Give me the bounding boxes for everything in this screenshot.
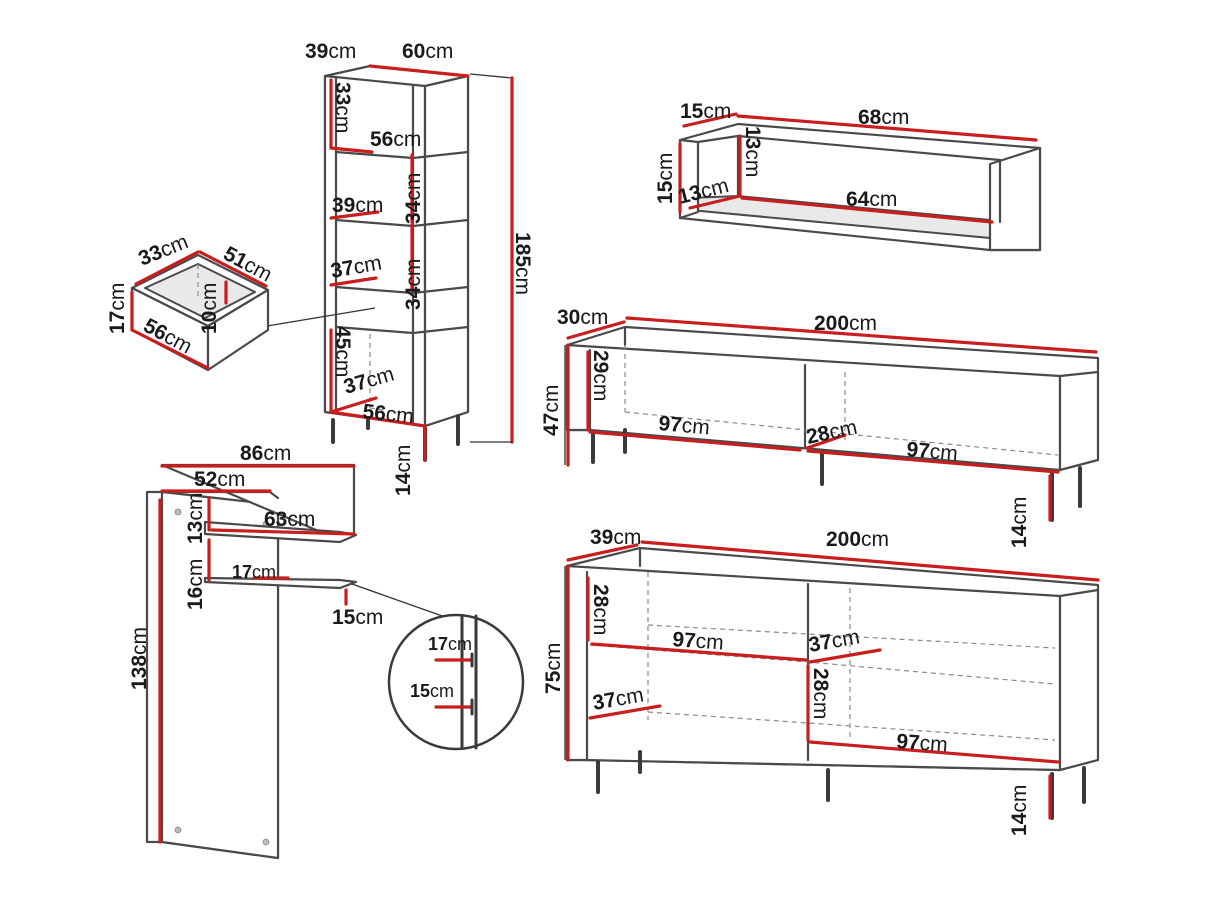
- label-tv-leg: 14cm: [1008, 497, 1031, 548]
- label-tall-depth4: 37cm: [341, 363, 397, 399]
- label-hall-width: 86cm: [240, 442, 291, 465]
- label-tv-comp2: 97cm: [906, 438, 959, 465]
- label-tall-shelf-h1: 33cm: [331, 82, 354, 133]
- label-drawer-inner-h: 10cm: [198, 283, 221, 334]
- label-tall-depth3: 37cm: [329, 251, 384, 283]
- label-tv-depth: 30cm: [557, 306, 608, 329]
- sideboard: [564, 540, 1100, 820]
- label-wall-height: 15cm: [654, 153, 677, 204]
- label-tall-depth: 39cm: [305, 40, 356, 63]
- label-hall-height: 138cm: [128, 627, 151, 690]
- label-sb-depth3: 37cm: [591, 683, 646, 715]
- label-sb-comp1: 97cm: [672, 628, 725, 655]
- label-sb-depth2: 37cm: [807, 625, 862, 657]
- label-wall-inner-w: 64cm: [846, 188, 897, 211]
- label-zoom-a: 17cm: [428, 634, 472, 654]
- label-hall-shelf-gap2: 16cm: [184, 559, 207, 610]
- label-tall-height: 185cm: [511, 232, 534, 295]
- label-wall-width: 68cm: [858, 106, 909, 129]
- label-tv-height: 47cm: [540, 385, 563, 436]
- label-zoom-b: 15cm: [410, 681, 454, 701]
- label-sb-inner-h1: 28cm: [589, 584, 612, 635]
- label-tall-shelf-h2: 34cm: [402, 173, 425, 224]
- label-tall-shelf-h4: 45cm: [331, 326, 354, 377]
- label-tv-inner-h: 29cm: [589, 350, 612, 401]
- label-sb-inner-h2: 28cm: [809, 668, 832, 719]
- label-tv-inner-d: 28cm: [804, 416, 859, 449]
- wall-shelf: [678, 112, 1042, 252]
- label-sb-comp2: 97cm: [896, 730, 949, 757]
- label-tall-width: 60cm: [402, 40, 453, 63]
- label-drawer-h: 17cm: [106, 283, 129, 334]
- label-hall-shelf-w: 63cm: [264, 508, 315, 531]
- label-wall-depth: 15cm: [680, 100, 731, 123]
- label-hall-lip: 15cm: [332, 606, 383, 629]
- dimension-labels: 39cm 60cm 33cm 56cm 39cm 34cm 37cm 34cm …: [106, 40, 1031, 836]
- label-tall-shelf-h3: 34cm: [402, 259, 425, 310]
- label-wall-inner-h: 13cm: [741, 126, 764, 177]
- label-tall-inner-w1: 56cm: [370, 128, 421, 151]
- label-hall-shelf-d: 17cm: [232, 562, 276, 582]
- label-sb-depth: 39cm: [590, 526, 641, 549]
- tall-bookcase: [266, 64, 514, 462]
- label-hall-shelf-gap1: 13cm: [184, 493, 207, 544]
- hall-panel: [145, 463, 449, 860]
- label-hall-inner-w: 52cm: [194, 468, 245, 491]
- label-sb-width: 200cm: [826, 528, 889, 551]
- zoom-detail: [387, 613, 525, 751]
- label-tv-comp1: 97cm: [658, 412, 711, 439]
- tv-stand: [564, 316, 1100, 522]
- label-tall-depth2: 39cm: [332, 194, 383, 217]
- label-tall-inner-w2: 56cm: [361, 400, 414, 428]
- label-wall-inner-d: 13cm: [676, 174, 731, 209]
- label-sb-height: 75cm: [542, 643, 565, 694]
- label-sb-leg: 14cm: [1008, 785, 1031, 836]
- label-tv-width: 200cm: [814, 312, 877, 335]
- drawer: [130, 250, 270, 372]
- label-tall-leg: 14cm: [392, 445, 415, 496]
